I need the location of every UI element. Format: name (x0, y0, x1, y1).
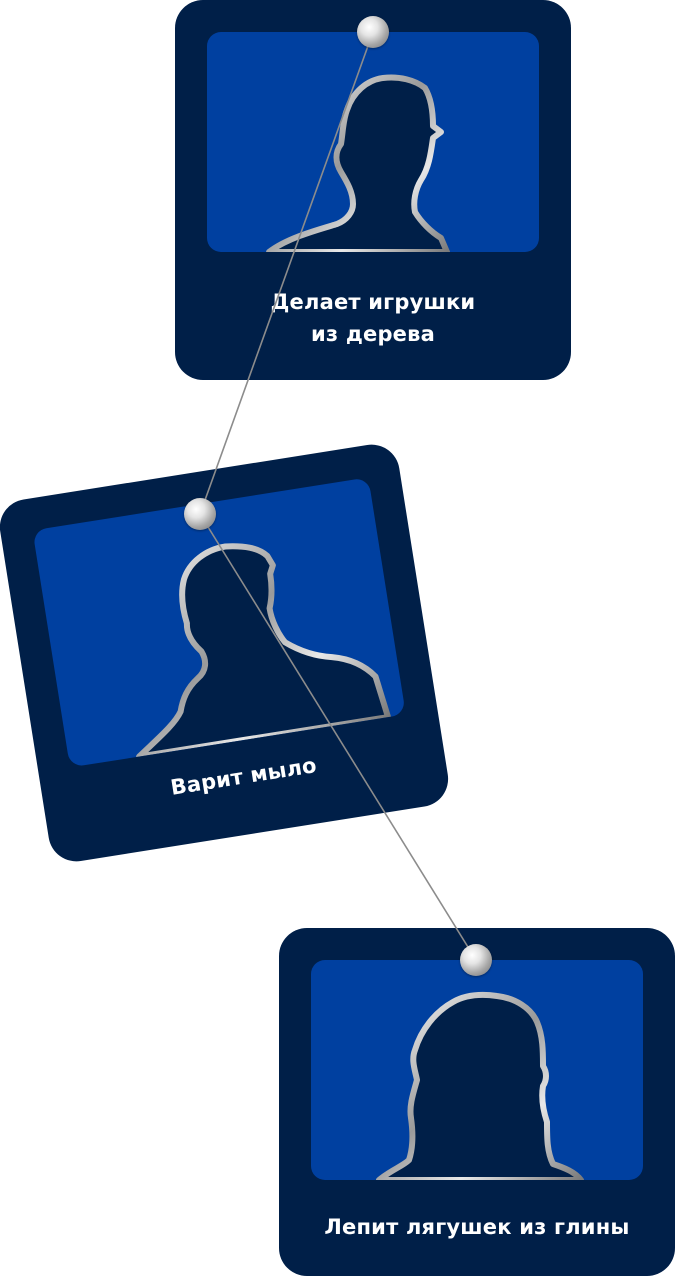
caption-line: Делает игрушки (270, 290, 476, 314)
person-silhouette-icon (376, 991, 584, 1180)
person-silhouette-icon (266, 74, 450, 252)
pushpin-icon (184, 498, 216, 530)
card-photo (32, 477, 406, 768)
card-soap: Варит мыло (0, 440, 453, 866)
card-caption: Лепит лягушек из глины (279, 1211, 675, 1243)
card-caption: Делает игрушки из дерева (175, 286, 571, 350)
caption-line: из дерева (311, 322, 435, 346)
card-photo (311, 960, 643, 1180)
pushpin-icon (357, 16, 389, 48)
pushpin-icon (460, 944, 492, 976)
person-silhouette-icon (136, 543, 392, 760)
card-wood-toys: Делает игрушки из дерева (175, 0, 571, 380)
caption-line: Лепит лягушек из глины (324, 1215, 630, 1239)
card-photo (207, 32, 539, 252)
card-clay-frogs: Лепит лягушек из глины (279, 928, 675, 1276)
